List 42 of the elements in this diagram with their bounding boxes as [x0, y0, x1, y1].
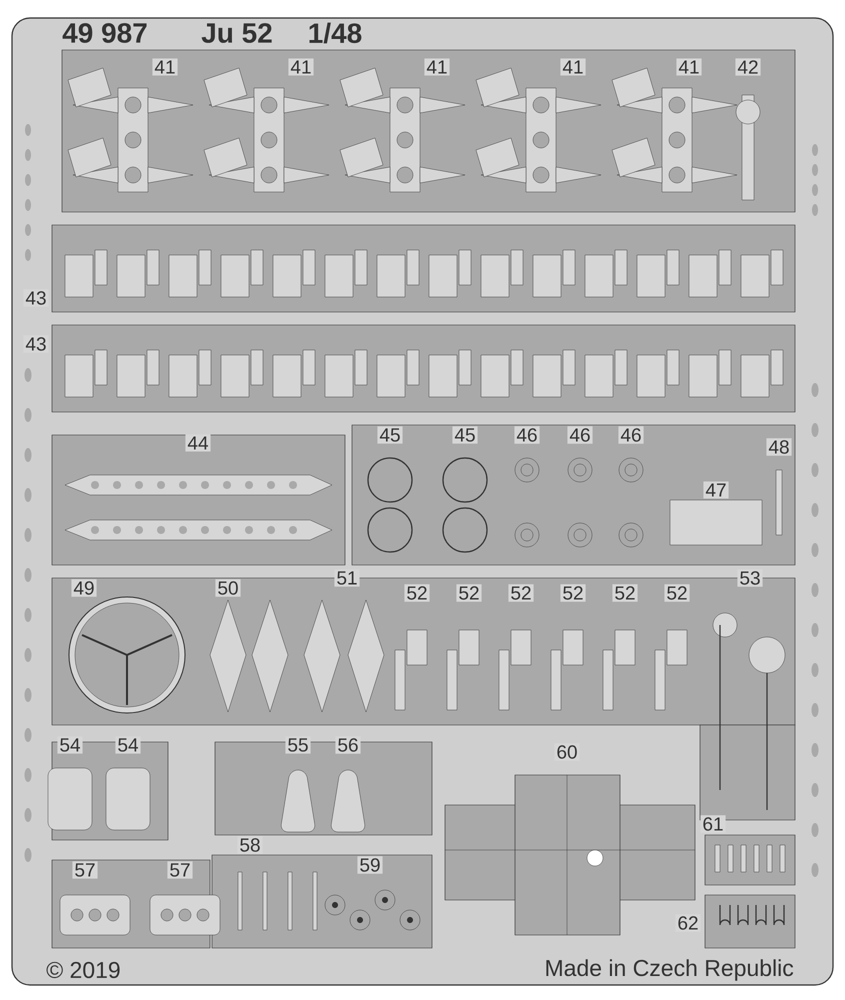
part-number: 54 [57, 736, 83, 754]
part-number: 53 [737, 569, 763, 587]
part-number: 41 [676, 58, 702, 76]
part-number: 57 [72, 861, 98, 879]
part-number: 59 [357, 856, 383, 874]
part-number: 42 [735, 58, 761, 76]
part-number: 56 [335, 736, 361, 754]
part-number: 52 [560, 584, 586, 602]
part-number: 62 [675, 914, 701, 932]
part-number: 47 [703, 481, 729, 499]
title-text: Ju 52 [202, 23, 272, 43]
part-number: 45 [452, 426, 478, 444]
part-number: 44 [185, 434, 211, 452]
part-number: 48 [766, 438, 792, 456]
part-number: 49 [71, 579, 97, 597]
part-number: 52 [612, 584, 638, 602]
part-number: 43 [23, 335, 49, 353]
part-number: 52 [664, 584, 690, 602]
part-number: 41 [288, 58, 314, 76]
part-number: 45 [377, 426, 403, 444]
part-number: 57 [167, 861, 193, 879]
part-number: 41 [560, 58, 586, 76]
part-number: 51 [334, 569, 360, 587]
part-number: 55 [285, 736, 311, 754]
footer-text: © 2019 [46, 962, 120, 978]
part-number: 43 [23, 289, 49, 307]
part-number: 52 [456, 584, 482, 602]
part-number: 60 [554, 743, 580, 761]
part-number: 58 [237, 836, 263, 854]
part-number: 41 [152, 58, 178, 76]
part-number: 50 [215, 579, 241, 597]
part-number: 46 [618, 426, 644, 444]
title-text: 49 987 [62, 23, 147, 43]
part-number: 41 [424, 58, 450, 76]
part-number: 46 [567, 426, 593, 444]
part-number: 54 [115, 736, 141, 754]
part-number: 46 [514, 426, 540, 444]
part-number: 61 [700, 815, 726, 833]
footer-text: Made in Czech Republic [546, 959, 794, 981]
part-number: 52 [404, 584, 430, 602]
part-number: 52 [508, 584, 534, 602]
title-text: 1/48 [310, 22, 362, 44]
